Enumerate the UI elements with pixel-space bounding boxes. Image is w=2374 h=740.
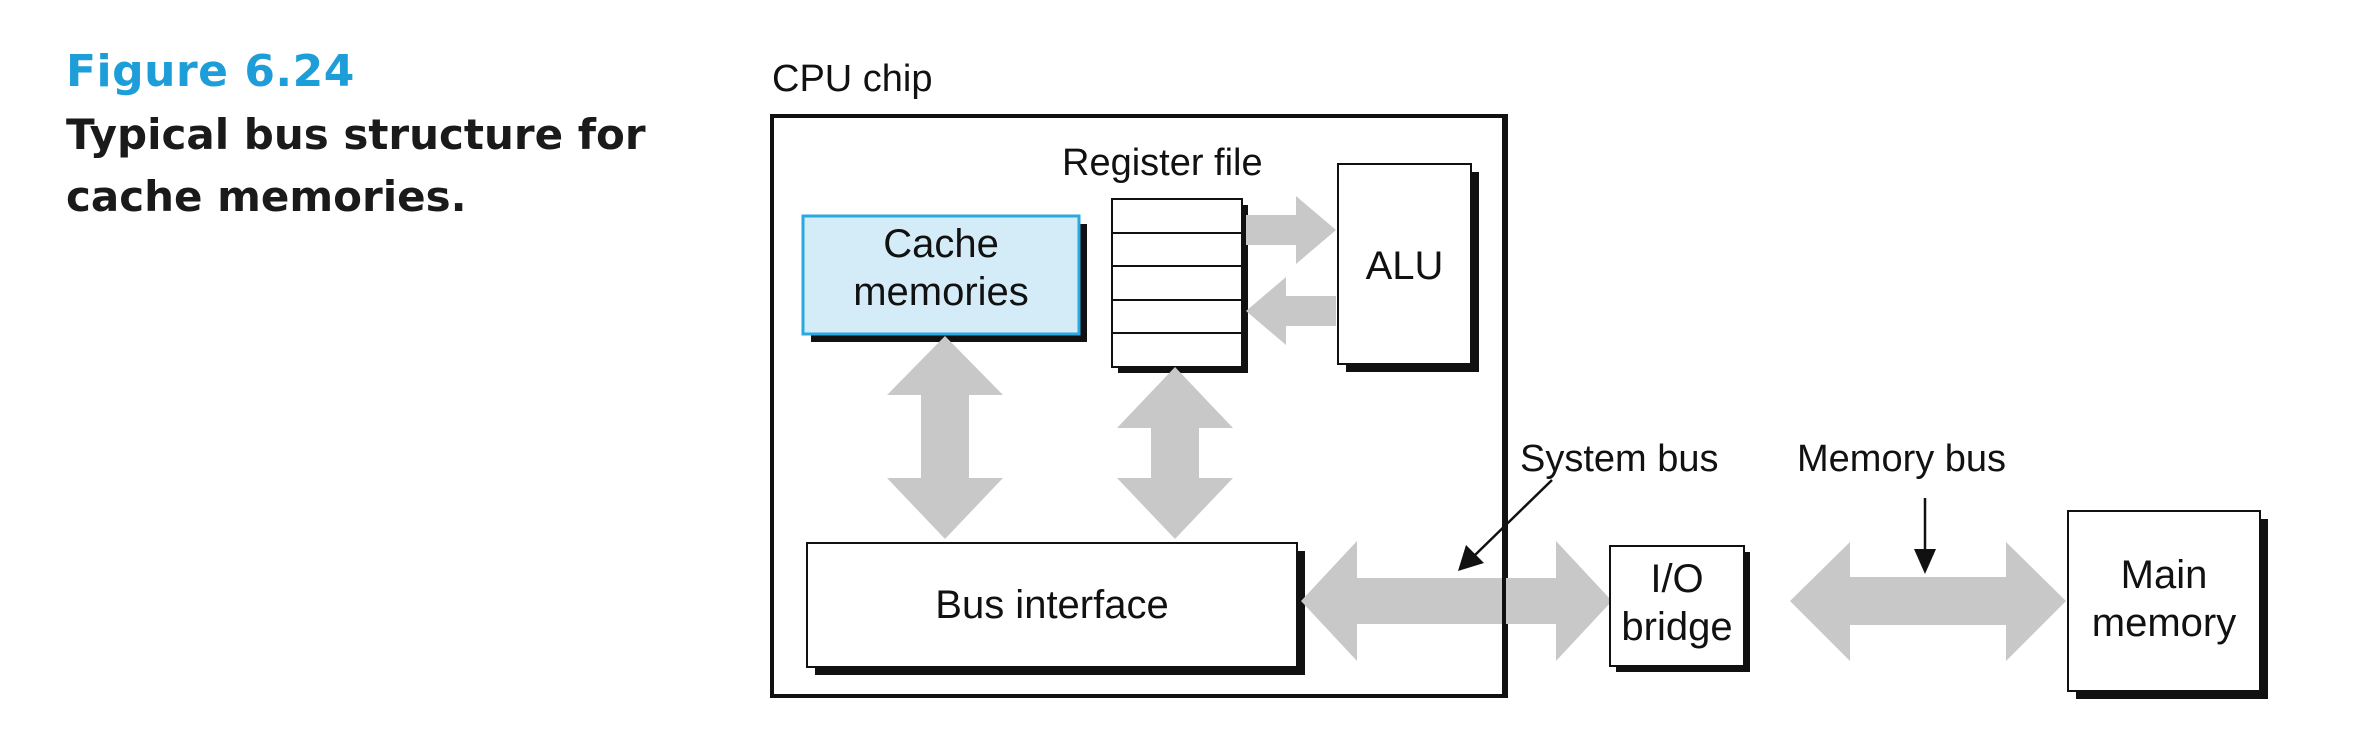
- cpu-chip-label: CPU chip: [772, 58, 933, 100]
- alu-box: [1337, 163, 1472, 365]
- register-file-label: Register file: [1062, 142, 1263, 184]
- register-to-alu-arrow: [1246, 196, 1336, 264]
- memory-bus-label: Memory bus: [1797, 438, 2007, 480]
- bus-interface-label: Bus interface: [935, 583, 1169, 627]
- figure-title-line-1: Typical bus structure for: [66, 110, 646, 159]
- memory-bus-arrow: [1790, 542, 2066, 661]
- cache-memories-label-line-2: memories: [853, 270, 1029, 314]
- bus-interface-box: [806, 542, 1298, 668]
- io-bridge-box: [1609, 545, 1745, 667]
- cache-memories-label-line-1: Cache: [883, 222, 999, 266]
- main-memory-label-line-2: memory: [2091, 601, 2237, 645]
- system-bus-pointer-head: [1458, 545, 1484, 571]
- register-file-rows: [1112, 232, 1242, 334]
- figure-number: Figure 6.24: [66, 46, 355, 97]
- system-bus-arrow: [1301, 541, 1612, 661]
- register-bus-arrow: [1117, 367, 1233, 539]
- main-memory-label-line-1: Main: [2120, 553, 2208, 597]
- io-bridge-label-line-2: bridge: [1621, 605, 1733, 649]
- cache-memories-box: [801, 214, 1081, 336]
- alu-label: ALU: [1365, 244, 1444, 288]
- io-bridge-label-line-1: I/O: [1650, 557, 1704, 601]
- register-file-box: [1111, 198, 1243, 368]
- system-bus-label: System bus: [1520, 438, 1719, 480]
- memory-bus-pointer-head: [1914, 549, 1936, 574]
- figure-title-line-2: cache memories.: [66, 172, 467, 221]
- main-memory-box: [2067, 510, 2261, 692]
- alu-to-register-arrow: [1246, 277, 1336, 345]
- system-bus-pointer-line: [1473, 479, 1553, 557]
- cache-bus-arrow: [887, 336, 1003, 539]
